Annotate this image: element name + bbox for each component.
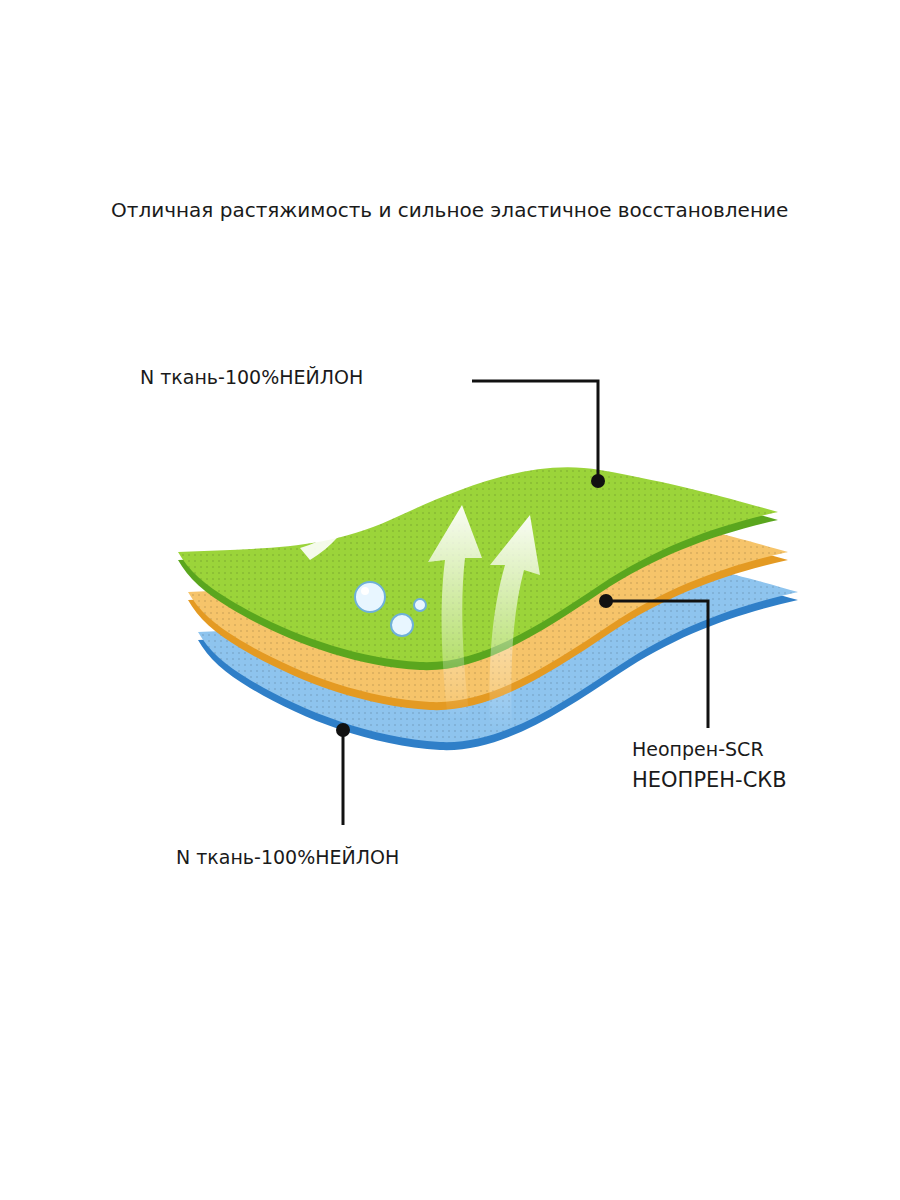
core-label: Неопрен-SCR [632, 738, 764, 761]
layer-label: N ткань-100%НЕЙЛОН [176, 846, 399, 869]
water-droplets [355, 582, 426, 636]
white-curl [300, 500, 360, 560]
layer-label: N ткань-100%НЕЙЛОН [140, 366, 363, 389]
core-label: НЕОПРЕН-СКВ [632, 768, 787, 793]
leader-dots [336, 474, 613, 737]
green-layer [178, 467, 778, 670]
breath-arrows [428, 505, 540, 730]
title: Отличная растяжимость и сильное эластичн… [111, 198, 788, 222]
